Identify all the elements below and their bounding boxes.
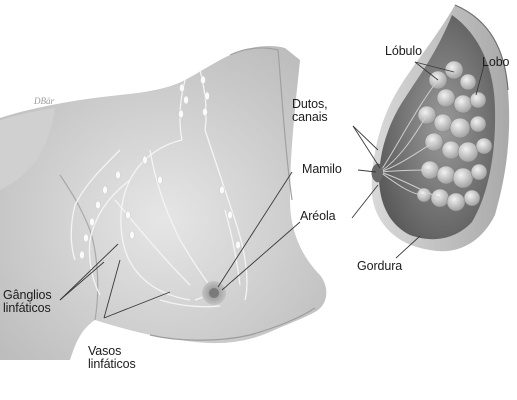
label-areola: Aréola	[300, 210, 336, 223]
label-ganglios: Gânglios linfáticos	[3, 289, 52, 315]
label-mamilo: Mamilo	[302, 163, 342, 176]
label-dutos: Dutos, canais	[292, 98, 328, 124]
artist-signature: DBär	[33, 96, 54, 106]
breast-cross-section	[372, 5, 510, 251]
left-areola	[202, 281, 226, 305]
label-vasos: Vasos linfáticos	[88, 345, 136, 371]
label-lobulo: Lóbulo	[385, 45, 422, 58]
label-gordura: Gordura	[357, 260, 402, 273]
label-lobo: Lobo	[482, 56, 509, 69]
